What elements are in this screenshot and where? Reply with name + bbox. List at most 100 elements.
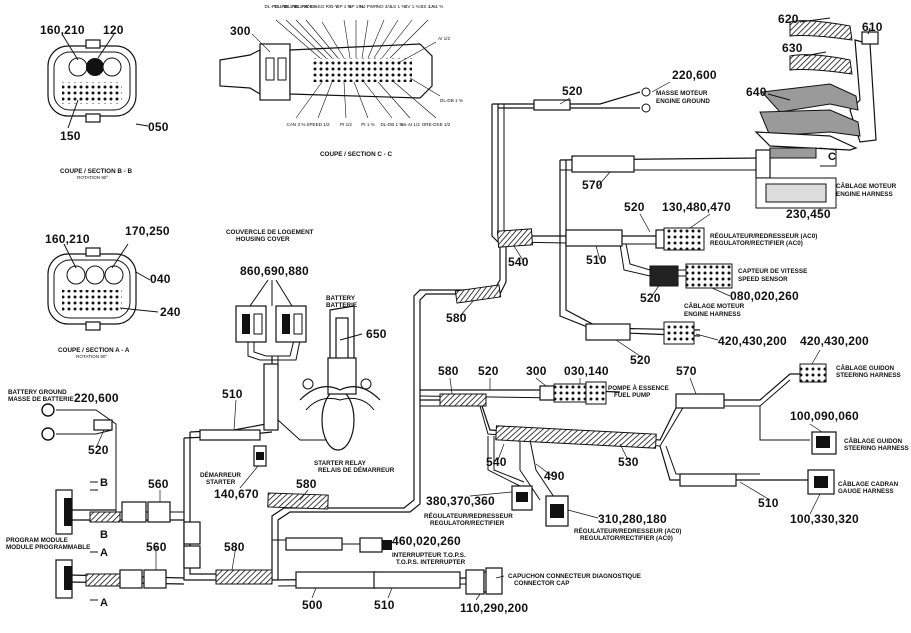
callout-310-280-180: 310,280,180 [598, 512, 667, 526]
section-c-caption: COUPE / SECTION C - C [320, 151, 393, 158]
steering-caption-2: STEERING HARNESS [836, 372, 901, 379]
section-c-pin-label-top: INJ PWR [359, 4, 379, 9]
callout-420-430-200-a: 420,430,200 [718, 334, 787, 348]
section-b-marker-top: B [100, 477, 108, 489]
callout-170-250: 170,250 [125, 224, 170, 238]
regulator-caption-2: REGULATOR/RECTIFIER (AC0) [710, 240, 803, 247]
regulator2-caption-2: REGULATOR/RECTIFIER [430, 520, 505, 527]
callout-570-right: 570 [676, 364, 697, 378]
callout-100-330-320: 100,330,320 [790, 512, 859, 526]
callout-300: 300 [526, 364, 547, 378]
callout-580-top: 580 [446, 311, 467, 325]
section-c-pin-label-top: DL-PR 1 % [265, 4, 288, 9]
ground-caption-1: MASSE MOTEUR [656, 90, 708, 97]
callout-540-mid: 540 [486, 455, 507, 469]
engine-harness-caption-3: CÂBLAGE MOTEUR [684, 301, 745, 310]
section-c-pin-label-top: DL-RR 1 % [274, 4, 297, 9]
callout-140-670: 140,670 [214, 487, 259, 501]
callout-labels: 520 220,600 MASSE MOTEUR ENGINE GROUND 5… [6, 68, 909, 615]
tool-parts [754, 17, 879, 151]
components [41, 87, 837, 601]
starter-relay-caption-2: RELAIS DE DÉMARREUR [318, 465, 395, 474]
callout-580-low: 580 [224, 540, 245, 554]
gauge-caption-1: CÂBLAGE CADRAN [838, 479, 899, 488]
callout-220-600-top: 220,600 [672, 68, 717, 82]
section-c-marker: C [828, 151, 836, 163]
diag-cap-caption-2: CONNECTOR CAP [514, 580, 570, 587]
section-a-caption: COUPE / SECTION A - A [58, 347, 130, 354]
callout-510-right: 510 [758, 496, 779, 510]
callout-220-600-left: 220,600 [74, 391, 119, 405]
section-c-pin-label-top: BS 1 % [420, 4, 435, 9]
regulator3-caption-2: REGULATOR/RECTIFIER (AC0) [580, 535, 673, 542]
engine-harness-caption-4: ENGINE HARNESS [684, 311, 741, 318]
section-c-pin-label-bottom: PI 1 % [361, 122, 375, 127]
section-a-marker-top: A [100, 547, 108, 559]
callout-520-mid: 520 [624, 200, 645, 214]
callout-490: 490 [544, 469, 565, 483]
engine-harness-caption-2: ENGINE HARNESS [836, 191, 893, 198]
section-c-pin-label-top: LA 1 % [429, 4, 444, 9]
callout-100-090-060: 100,090,060 [790, 409, 859, 423]
section-c-pin-label-top: ORE-SO R/B-Y [306, 4, 338, 9]
callout-040: 040 [150, 272, 171, 286]
section-b-marker-bottom: B [100, 529, 108, 541]
section-c-pin-labels-top: DL-PR 1 %DL-RR 1 %DL-RR 1 %DL-RR 1 %ORE-… [265, 4, 444, 9]
callout-510-left: 510 [222, 387, 243, 401]
section-a-subcaption: ROTATION 90° [76, 354, 107, 359]
callout-380-370-360: 380,370,360 [426, 494, 495, 508]
tops-caption-1: INTERRUPTEUR T.O.P.S. [392, 552, 466, 559]
callout-520-low: 520 [640, 291, 661, 305]
callout-520-b: 520 [630, 353, 651, 367]
callout-300-c: 300 [230, 24, 251, 38]
callout-630: 630 [782, 41, 803, 55]
engine-harness-caption-1: CÂBLAGE MOTEUR [836, 181, 897, 190]
callout-560-a: 560 [148, 477, 169, 491]
section-b-subcaption: ROTATION 90° [77, 175, 108, 180]
callout-520-pump: 520 [478, 364, 499, 378]
starter-caption-2: STARTER [206, 479, 236, 486]
callout-610: 610 [862, 20, 883, 34]
program-module-caption-1: PROGRAM MODULE [6, 537, 68, 544]
starter-relay-caption-1: STARTER RELAY [314, 460, 367, 467]
callout-520-top: 520 [562, 84, 583, 98]
callout-580-mid2: 580 [296, 477, 317, 491]
callout-570-top: 570 [582, 178, 603, 192]
section-c-pin-label-top: BP 1 % [348, 4, 363, 9]
housing-cover-caption-1: COUVERCLE DE LOGEMENT [226, 229, 314, 236]
section-c-pin-label-bottom: DL-DB 1 % [381, 122, 404, 127]
ground-caption-2: ENGINE GROUND [656, 98, 710, 105]
speed-sensor-caption-2: SPEED SENSOR [738, 276, 788, 283]
battery-ground-caption-2: MASSE DE BATTERIE [8, 396, 74, 403]
section-b-connector [47, 33, 149, 129]
callout-650: 650 [366, 327, 387, 341]
callout-110-290-200: 110,290,200 [460, 601, 528, 615]
callout-560-b: 560 [146, 540, 167, 554]
section-a-connector [47, 243, 159, 331]
callout-150: 150 [60, 129, 81, 143]
callout-510-mid: 510 [586, 253, 607, 267]
callout-050: 050 [148, 120, 169, 134]
callout-160-210-b: 160,210 [40, 23, 85, 37]
steering-caption-3: CÂBLAGE GUIDON [844, 436, 903, 445]
callout-240: 240 [160, 305, 181, 319]
callout-640: 640 [746, 85, 767, 99]
battery-caption-1: BATTERY [326, 295, 356, 302]
diag-cap-caption-1: CAPUCHON CONNECTEUR DIAGNOSTIQUE [508, 573, 641, 580]
regulator-caption-1: RÉGULATEUR/REDRESSEUR (AC0) [710, 231, 817, 240]
speed-sensor-caption-1: CAPTEUR DE VITESSE [738, 268, 807, 275]
section-c-pin-label-top: BP 1 % [336, 4, 351, 9]
callout-420-430-200-b: 420,430,200 [800, 334, 869, 348]
section-c-pin-label-bottom: PI 1/2 [340, 122, 352, 127]
callout-160-210-a: 160,210 [45, 232, 90, 246]
section-c-pin-label-bottom: SS-AI 1/2 [400, 122, 420, 127]
fuel-pump-caption-1: POMPE À ESSENCE [608, 383, 669, 392]
section-c-connector [219, 19, 441, 119]
section-c-pin-label-top: DL-RR 1 % [294, 4, 317, 9]
section-a-marker-bottom: A [100, 597, 108, 609]
steering-caption-1: CÂBLAGE GUIDON [836, 363, 895, 372]
gauge-caption-2: GAUGE HARNESS [838, 488, 894, 495]
callout-530: 530 [618, 455, 639, 469]
